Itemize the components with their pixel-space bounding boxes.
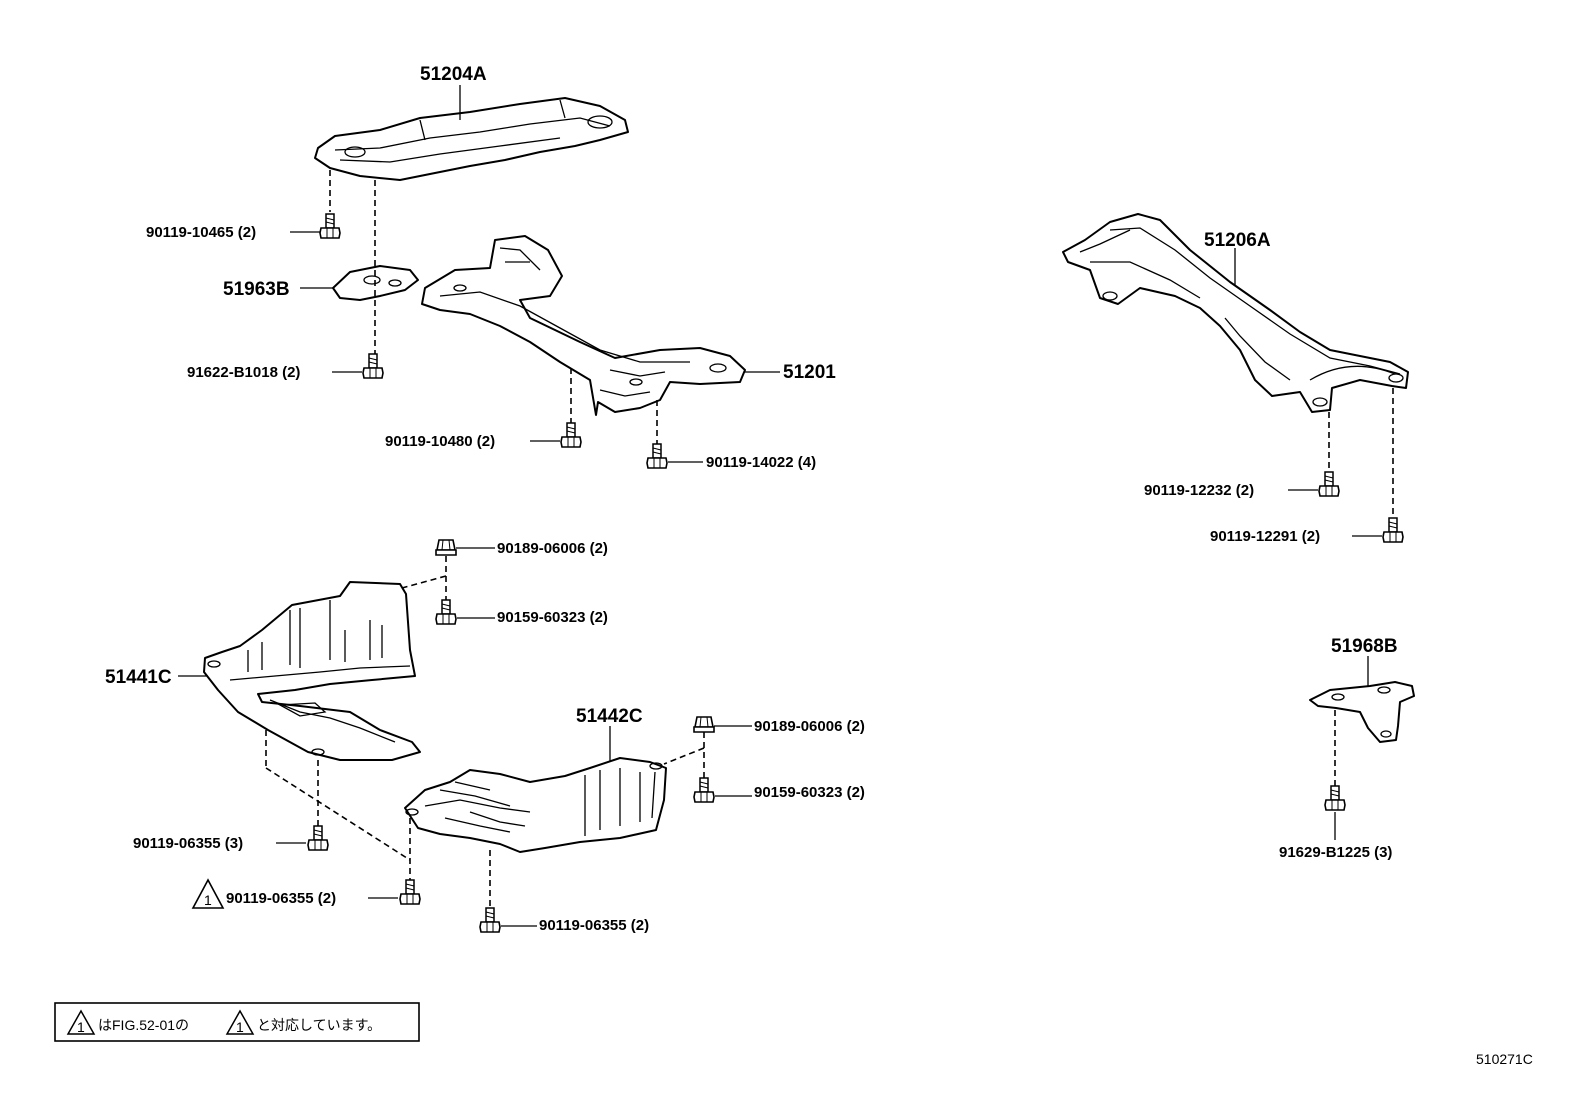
- fastener-90159-60323: 90159-60323 (2): [497, 609, 608, 626]
- fastener-90189-06006: 90189-06006 (2): [497, 540, 608, 557]
- part-51206A: [1062, 213, 1409, 413]
- note-text-pre: はFIG.52-01の: [98, 1017, 189, 1033]
- bolt-icon: [362, 353, 384, 379]
- fastener-90119-10480: 90119-10480 (2): [385, 433, 495, 450]
- svg-text:1: 1: [77, 1019, 85, 1035]
- label-51206A: 51206A: [1204, 230, 1271, 251]
- part-51968B: [1309, 681, 1415, 743]
- label-51201: 51201: [783, 362, 836, 383]
- screw-icon: [435, 599, 457, 625]
- note-box: 1 はFIG.52-01の 1 と対応しています。: [54, 1002, 420, 1042]
- part-51201: [421, 235, 746, 416]
- svg-text:1: 1: [236, 1019, 244, 1035]
- bolt-icon: [479, 907, 501, 933]
- note-text-post: と対応しています。: [257, 1017, 381, 1033]
- fastener-91629-B1225: 91629-B1225 (3): [1279, 844, 1392, 861]
- bolt-icon: [1324, 785, 1346, 811]
- label-51441C: 51441C: [105, 667, 172, 688]
- bolt-icon: [319, 213, 341, 239]
- warning-triangle-icon: [225, 1009, 255, 1035]
- fastener-90119-12232: 90119-12232 (2): [1144, 482, 1254, 499]
- warning-triangle-icon: 1: [191, 878, 225, 909]
- part-51441C: [203, 581, 421, 761]
- bolt-icon: [307, 825, 329, 851]
- part-51204A: [314, 97, 629, 181]
- fastener-90119-06355-a: 90119-06355 (3): [133, 835, 243, 852]
- fastener-90119-14022: 90119-14022 (4): [706, 454, 816, 471]
- clip-icon: [435, 539, 457, 556]
- label-51204A: 51204A: [420, 64, 487, 85]
- fastener-90159-60323-rh: 90159-60323 (2): [754, 784, 865, 801]
- bolt-icon: [1382, 517, 1404, 543]
- bolt-icon: [560, 422, 582, 448]
- part-51442C: [404, 757, 667, 853]
- fastener-90119-06355-c: 90119-06355 (2): [539, 917, 649, 934]
- label-51963B: 51963B: [223, 279, 290, 300]
- clip-icon: [693, 716, 715, 733]
- screw-icon: [693, 777, 715, 803]
- bolt-icon: [399, 879, 421, 905]
- fastener-90119-12291: 90119-12291 (2): [1210, 528, 1320, 545]
- fastener-90119-10465: 90119-10465 (2): [146, 224, 256, 241]
- fastener-90189-06006-rh: 90189-06006 (2): [754, 718, 865, 735]
- svg-text:1: 1: [204, 892, 212, 908]
- label-51442C: 51442C: [576, 706, 643, 727]
- bolt-icon: [646, 443, 668, 469]
- bolt-icon: [1318, 471, 1340, 497]
- figure-id: 510271C: [1476, 1051, 1533, 1067]
- fastener-91622-B1018: 91622-B1018 (2): [187, 364, 300, 381]
- label-51968B: 51968B: [1331, 636, 1398, 657]
- warning-triangle-icon: [66, 1009, 96, 1035]
- fastener-90119-06355-b: 90119-06355 (2): [226, 890, 336, 907]
